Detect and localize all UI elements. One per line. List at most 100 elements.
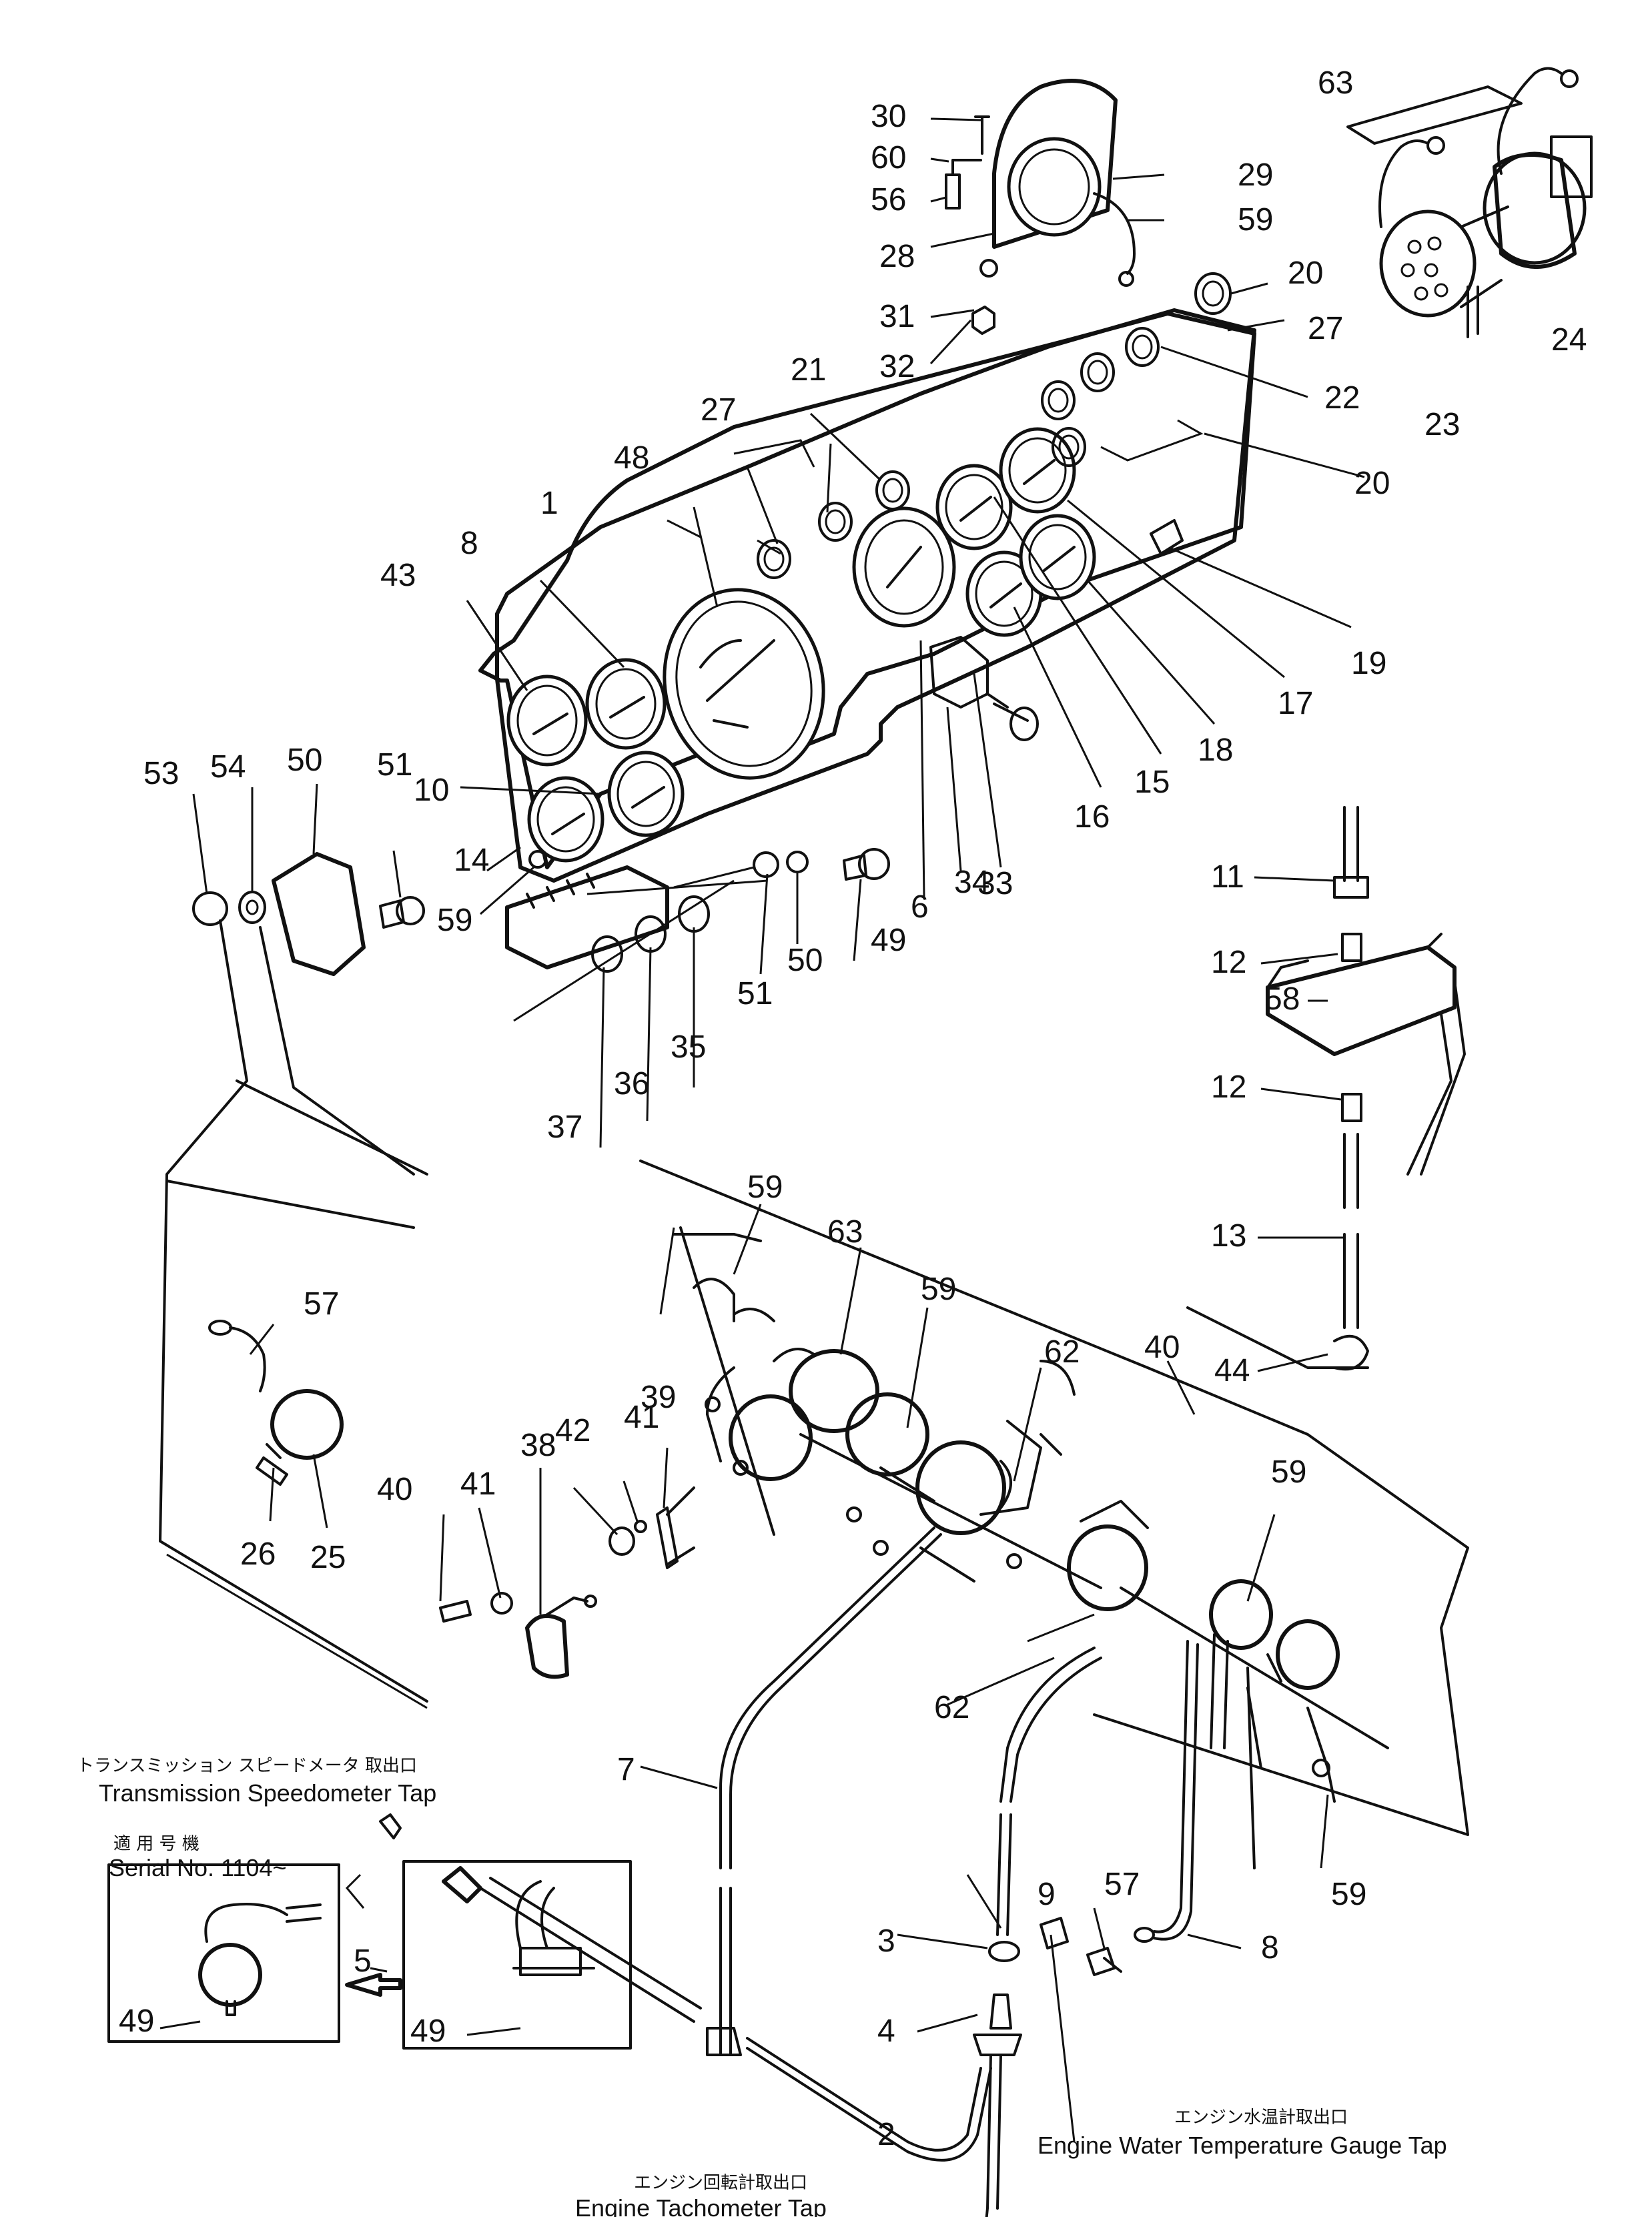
label-16: 16 bbox=[1074, 799, 1110, 835]
tacho-caption-en: Engine Tachometer Tap bbox=[575, 2194, 827, 2217]
label-33: 33 bbox=[977, 866, 1013, 901]
dashboard-body bbox=[159, 919, 1469, 1836]
plugs-9-56 bbox=[1040, 1917, 1122, 1976]
label-43: 43 bbox=[380, 558, 416, 593]
transmission-caption-jp: トランスミッション スピードメータ 取出口 bbox=[77, 1756, 417, 1776]
label-23: 23 bbox=[1424, 407, 1460, 442]
serial-caption-en: Serial No. 1104~ bbox=[109, 1854, 287, 1881]
label-53: 54 bbox=[210, 749, 246, 785]
speedometer-cable bbox=[379, 1813, 992, 2162]
instrument-panel bbox=[478, 312, 1256, 869]
label-28: 28 bbox=[879, 239, 915, 274]
label-27b: 27 bbox=[701, 392, 736, 428]
label-41: 41 bbox=[460, 1466, 496, 1502]
label-60c: 59 bbox=[921, 1272, 956, 1307]
label-10: 10 bbox=[414, 773, 449, 808]
label-9: 9 bbox=[1038, 1877, 1056, 1912]
label-13: 13 bbox=[1211, 1218, 1246, 1254]
bracket-50-group bbox=[192, 848, 890, 976]
water-caption-en: Engine Water Temperature Gauge Tap bbox=[1038, 2132, 1447, 2159]
label-32: 32 bbox=[879, 349, 915, 384]
label-20b: 20 bbox=[1354, 466, 1390, 501]
key-switch bbox=[929, 636, 1039, 741]
cables bbox=[719, 1526, 1199, 2217]
label-21: 21 bbox=[791, 352, 826, 388]
label-39: 39 bbox=[641, 1380, 676, 1415]
label-7: 7 bbox=[617, 1752, 635, 1787]
label-19: 19 bbox=[1351, 646, 1386, 681]
label-42: 42 bbox=[555, 1413, 590, 1448]
junction-block-57 bbox=[1266, 806, 1466, 1371]
label-36: 36 bbox=[614, 1066, 649, 1101]
label-60d: 59 bbox=[747, 1170, 783, 1205]
label-1: 1 bbox=[540, 486, 558, 521]
label-12: 12 bbox=[1211, 945, 1246, 980]
label-41b: 41 bbox=[624, 1400, 659, 1435]
label-25: 25 bbox=[310, 1540, 346, 1575]
label-60e: 59 bbox=[1271, 1454, 1306, 1490]
serial-caption-jp: 適 用 号 機 bbox=[113, 1834, 199, 1854]
label-29: 29 bbox=[1238, 157, 1273, 193]
label-8: 8 bbox=[460, 526, 478, 561]
label-56: 57 bbox=[1104, 1867, 1140, 1902]
water-caption-jp: エンジン水温計取出口 bbox=[1174, 2108, 1348, 2128]
serial-box-left bbox=[107, 1863, 340, 2043]
label-40b: 40 bbox=[377, 1472, 412, 1507]
gauges-left bbox=[506, 658, 685, 863]
label-5: 5 bbox=[354, 1943, 372, 1979]
panel-plate bbox=[495, 308, 1256, 883]
label-60f: 59 bbox=[1331, 1877, 1366, 1912]
label-58: 57 bbox=[304, 1286, 339, 1322]
label-50: 50 bbox=[287, 743, 322, 778]
rear-gauges bbox=[693, 1278, 1340, 1869]
captions: トランスミッション スピードメータ 取出口 Transmission Speed… bbox=[77, 1756, 1447, 2217]
label-20: 20 bbox=[1288, 256, 1323, 291]
label-46: 49 bbox=[871, 923, 906, 958]
leader-lines bbox=[159, 117, 1365, 2142]
label-37: 37 bbox=[547, 1110, 582, 1145]
label-14: 14 bbox=[454, 843, 489, 878]
label-24: 24 bbox=[1551, 322, 1587, 358]
arrow-left bbox=[345, 1973, 402, 1997]
label-31: 31 bbox=[879, 299, 915, 334]
label-47: 50 bbox=[787, 943, 823, 978]
gauges-right bbox=[852, 427, 1096, 637]
label-52: 53 bbox=[143, 756, 179, 791]
part-number-labels: 30 60 56 28 31 32 29 59 20 27 22 20 63 2… bbox=[119, 65, 1587, 2152]
label-8b: 8 bbox=[1261, 1930, 1279, 1965]
label-15: 15 bbox=[1134, 765, 1170, 800]
label-51: 51 bbox=[377, 747, 412, 783]
label-49: 49 bbox=[119, 2004, 154, 2039]
label-27: 27 bbox=[1308, 311, 1343, 346]
label-26: 26 bbox=[240, 1536, 276, 1572]
label-17: 17 bbox=[1278, 686, 1313, 721]
meter-29 bbox=[945, 79, 1136, 335]
label-57: 58 bbox=[1264, 981, 1300, 1017]
label-54: 56 bbox=[871, 182, 906, 217]
label-44: 44 bbox=[1214, 1353, 1250, 1388]
label-38: 38 bbox=[520, 1428, 556, 1463]
label-12b: 12 bbox=[1211, 1069, 1246, 1105]
transmission-caption-en: Transmission Speedometer Tap bbox=[99, 1779, 436, 1807]
label-49b: 49 bbox=[410, 2014, 446, 2049]
label-4: 4 bbox=[877, 2014, 895, 2049]
condenser-38 bbox=[439, 1486, 695, 1679]
serial-box-right bbox=[402, 1860, 632, 2050]
label-60: 59 bbox=[1238, 202, 1273, 238]
pilot-lamps bbox=[757, 272, 1232, 579]
label-63: 63 bbox=[827, 1214, 863, 1250]
label-34-visible: 34 bbox=[954, 865, 989, 900]
label-18: 18 bbox=[1198, 733, 1233, 768]
label-3: 3 bbox=[877, 1923, 895, 1959]
tacho-caption-jp: エンジン回転計取出口 bbox=[634, 2173, 807, 2193]
label-60b: 59 bbox=[437, 903, 472, 938]
senders-23-24 bbox=[1346, 67, 1593, 338]
label-6: 6 bbox=[911, 889, 929, 925]
label-61: 62 bbox=[1044, 1334, 1080, 1370]
label-62: 63 bbox=[1318, 65, 1353, 101]
sender-25 bbox=[208, 1320, 344, 1486]
label-22: 22 bbox=[1324, 380, 1360, 416]
label-48: 51 bbox=[737, 976, 773, 1011]
